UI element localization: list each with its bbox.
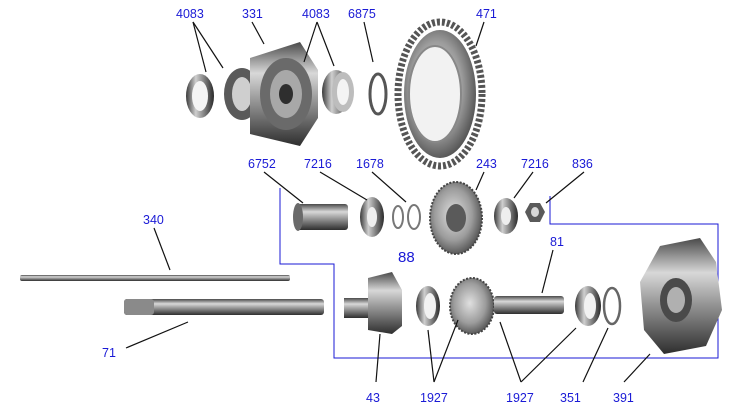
bearing-race-1927-right	[575, 286, 601, 326]
callout-1927-right: 1927	[506, 391, 534, 405]
shim-ring-6875	[368, 72, 388, 116]
pinion-shaft-81	[449, 277, 564, 335]
callout-4083-right: 4083	[302, 7, 330, 21]
callout-1927-left: 1927	[420, 391, 448, 405]
callout-43: 43	[366, 391, 380, 405]
leader-7216-b	[513, 171, 534, 199]
ring-gear-471	[394, 18, 486, 170]
shaft-71	[124, 299, 324, 315]
shims-1678	[392, 204, 421, 230]
callout-4083-left: 4083	[176, 7, 204, 21]
group-88-frame	[279, 188, 719, 359]
leader-471	[475, 21, 485, 47]
transfer-gear-243	[429, 181, 483, 255]
leader-6875	[363, 21, 374, 63]
leader-4083-b-1	[303, 21, 318, 63]
leader-340	[153, 227, 171, 271]
tapered-bearing-7216-left	[360, 197, 384, 237]
leader-1927-a-2	[433, 319, 459, 383]
leader-4083-a-2	[192, 21, 207, 73]
callout-471: 471	[476, 7, 497, 21]
callout-6752: 6752	[248, 157, 276, 171]
callout-71: 71	[102, 346, 116, 360]
callout-351: 351	[560, 391, 581, 405]
callout-391: 391	[613, 391, 634, 405]
leader-1927-b-2	[520, 327, 577, 383]
callout-6875: 6875	[348, 7, 376, 21]
callout-243: 243	[476, 157, 497, 171]
bearing-race-1927-left	[416, 286, 440, 326]
leader-1678	[371, 171, 407, 203]
leader-4083-b-2	[316, 21, 335, 67]
callout-1678: 1678	[356, 157, 384, 171]
leader-4083-a-1	[192, 21, 224, 69]
output-flange-6752	[293, 203, 348, 231]
leader-6752	[263, 171, 304, 204]
leader-7216-a	[319, 171, 368, 201]
leader-1927-b-1	[499, 321, 522, 383]
shaft-340	[20, 275, 290, 281]
leader-81	[541, 249, 554, 294]
leader-243	[475, 171, 485, 191]
leader-351	[582, 327, 609, 383]
callout-836: 836	[572, 157, 593, 171]
callout-88: 88	[398, 249, 415, 266]
callout-81: 81	[550, 235, 564, 249]
nut-836	[525, 203, 545, 222]
differential-case-331	[224, 42, 318, 146]
leader-836	[545, 171, 585, 204]
callout-331: 331	[242, 7, 263, 21]
bearing-race-4083-left	[186, 74, 214, 118]
callout-7216-left: 7216	[304, 157, 332, 171]
leader-1927-a-1	[427, 329, 435, 383]
bearing-race-4083-right	[322, 70, 354, 114]
leader-43	[375, 333, 381, 383]
leader-391	[623, 353, 651, 383]
callout-7216-right: 7216	[521, 157, 549, 171]
tapered-bearing-7216-right	[494, 198, 518, 234]
flange-43	[344, 272, 402, 334]
callout-340: 340	[143, 213, 164, 227]
ring-351	[602, 286, 622, 326]
housing-391	[640, 238, 722, 354]
leader-71	[125, 321, 189, 349]
leader-331	[251, 21, 265, 45]
